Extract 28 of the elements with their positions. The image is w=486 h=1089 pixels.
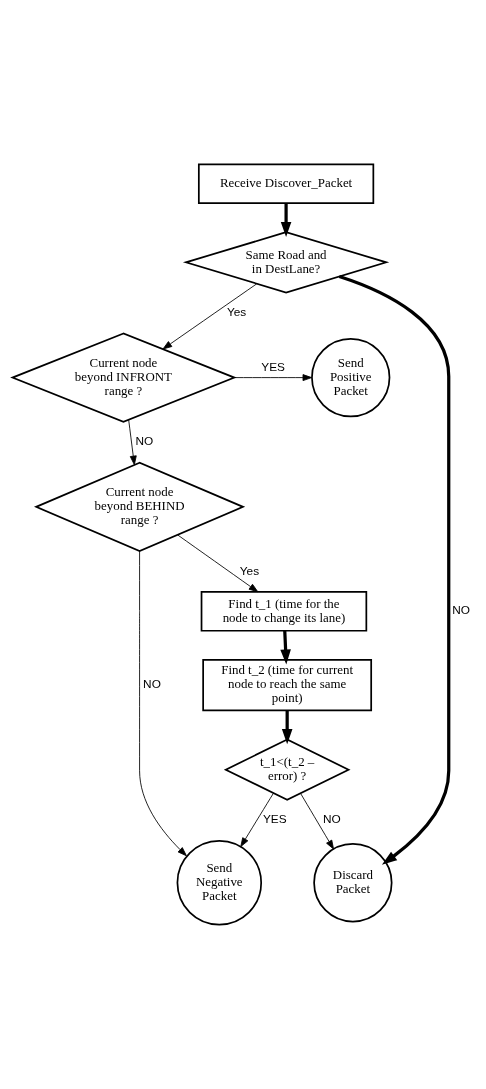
edge-label: NO [452, 603, 471, 618]
edge-label: Yes [239, 563, 260, 578]
arrow [240, 792, 274, 847]
edge-label: NO [135, 434, 154, 449]
edge-label: Yes [226, 304, 247, 319]
arrow [162, 283, 258, 350]
arrow [280, 630, 291, 665]
node-diamond: t_1<(t_2 – error) ? [223, 738, 351, 801]
node-box: Receive Discover_Packet [197, 163, 375, 204]
arrow [234, 374, 313, 382]
edge-label: NO [143, 677, 161, 692]
node-diamond: Current node beyond BEHIND range ? [34, 461, 246, 552]
node-box: Find t_1 (time for the node to change its lane) [200, 591, 368, 632]
node-circle: Discard Packet [313, 843, 393, 923]
edge-label: YES [262, 812, 287, 827]
node-circle: Send Positive Packet [311, 337, 391, 418]
edge-label: NO [322, 812, 341, 827]
arrow [300, 793, 334, 850]
arrow [338, 275, 451, 865]
node-diamond: Current node beyond INFRONT range ? [10, 332, 237, 423]
node-box: Find t_2 (time for current node to reach the same point) [202, 658, 373, 712]
arrow [281, 710, 293, 745]
arrow [280, 203, 292, 238]
arrow [177, 534, 259, 593]
arrow [128, 419, 137, 466]
arrow [139, 550, 187, 857]
node-diamond: Same Road and in DestLane? [182, 231, 390, 294]
edge-label: YES [261, 359, 285, 374]
